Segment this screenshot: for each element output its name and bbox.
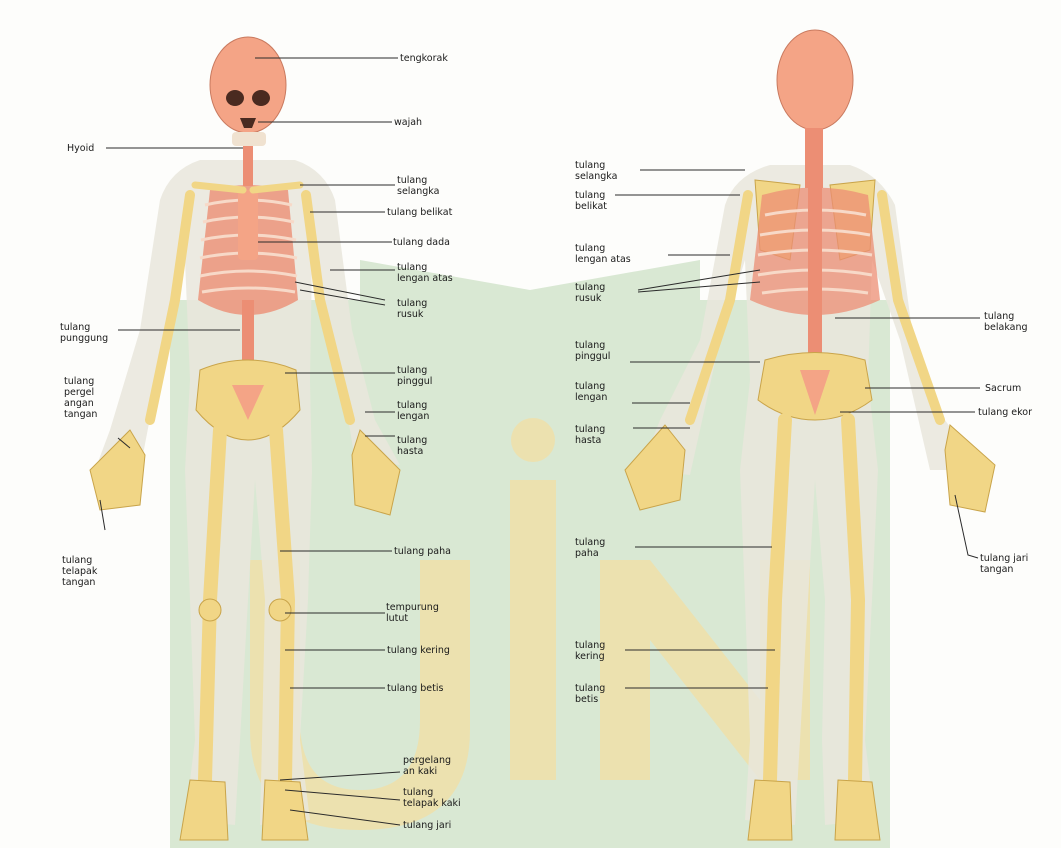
label-tempurung: tempurung lutut — [386, 602, 439, 624]
label-hasta-back: tulang hasta — [575, 424, 605, 446]
label-hyoid: Hyoid — [67, 143, 94, 154]
label-wajah: wajah — [394, 117, 422, 128]
label-kering-front: tulang kering — [387, 645, 450, 656]
label-pergelangan-tangan: tulang pergel angan tangan — [64, 376, 97, 420]
label-jari-tangan: tulang jari tangan — [980, 553, 1028, 575]
label-pinggul-front: tulang pinggul — [397, 365, 432, 387]
label-kering-back: tulang kering — [575, 640, 605, 662]
label-lengan-back: tulang lengan — [575, 381, 607, 403]
label-paha-back: tulang paha — [575, 537, 605, 559]
label-selangka-back: tulang selangka — [575, 160, 617, 182]
label-punggung: tulang punggung — [60, 322, 108, 344]
label-rusuk-front: tulang rusuk — [397, 298, 427, 320]
label-pinggul-back: tulang pinggul — [575, 340, 610, 362]
label-belakang: tulang belakang — [984, 311, 1028, 333]
label-belikat-back: tulang belikat — [575, 190, 607, 212]
label-ekor: tulang ekor — [978, 407, 1032, 418]
label-sacrum: Sacrum — [985, 383, 1021, 394]
label-lengan-front: tulang lengan — [397, 400, 429, 422]
label-telapak-kaki: tulang telapak kaki — [403, 787, 461, 809]
label-lengan-atas-front: tulang lengan atas — [397, 262, 453, 284]
label-betis-front: tulang betis — [387, 683, 443, 694]
label-rusuk-back: tulang rusuk — [575, 282, 605, 304]
label-tengkorak: tengkorak — [400, 53, 448, 64]
label-belikat-front: tulang belikat — [387, 207, 452, 218]
label-pergelangan-kaki: pergelang an kaki — [403, 755, 451, 777]
label-betis-back: tulang betis — [575, 683, 605, 705]
label-paha-front: tulang paha — [394, 546, 451, 557]
label-dada: tulang dada — [393, 237, 450, 248]
label-selangka-front: tulang selangka — [397, 175, 439, 197]
label-telapak-tangan: tulang telapak tangan — [62, 555, 97, 588]
label-lengan-atas-back: tulang lengan atas — [575, 243, 631, 265]
label-hasta-front: tulang hasta — [397, 435, 427, 457]
label-jari-kaki: tulang jari — [403, 820, 451, 831]
